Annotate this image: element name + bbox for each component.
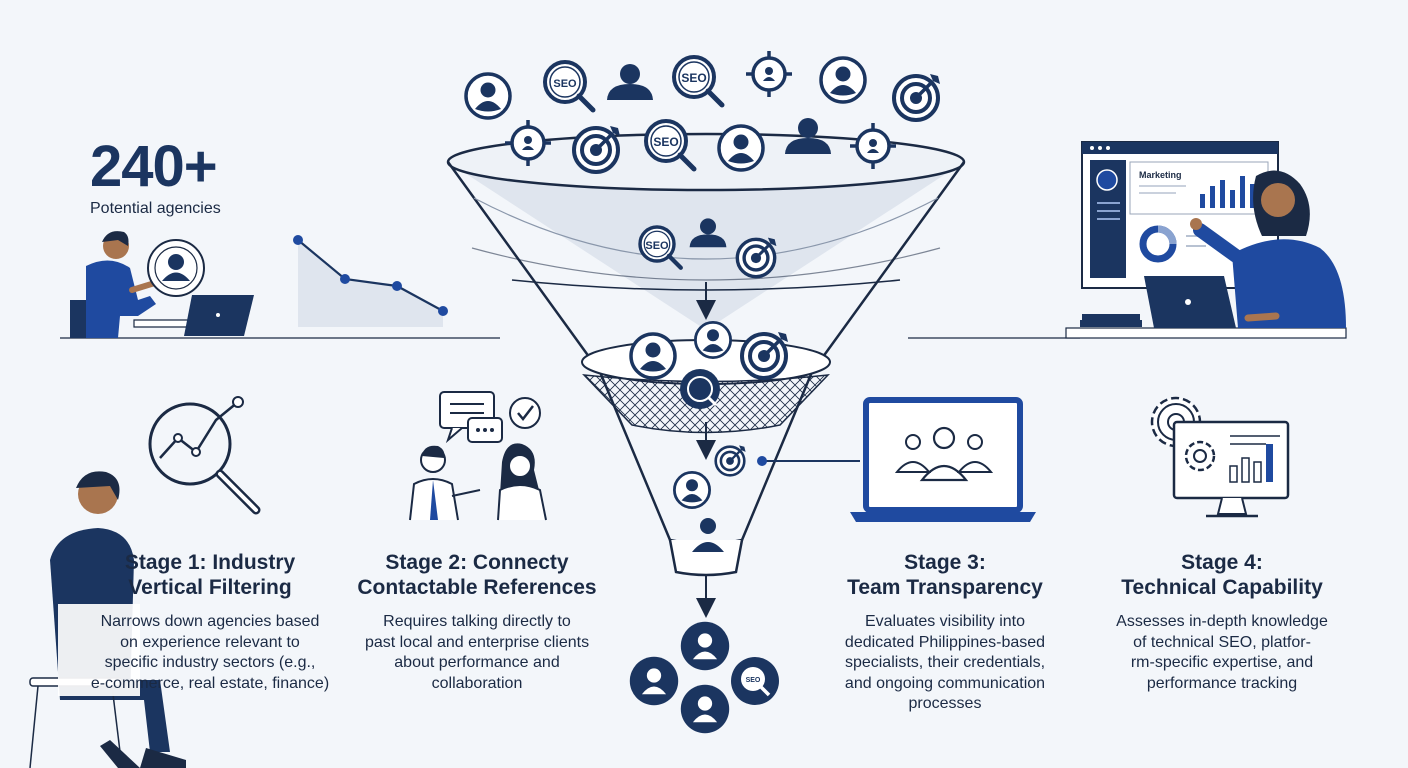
checkmark-icon [509,397,541,429]
target-icon [892,72,942,122]
dashboard-title: Marketing [1139,170,1182,180]
target-icon [572,124,622,174]
agency-count: 240+ [90,134,218,199]
seo-magnifier-icon: SEO [646,121,694,169]
agency-count-caption: Potential agencies [90,200,221,217]
svg-text:SEO: SEO [681,71,706,85]
stage2-conversation-icon [409,391,547,521]
declining-trend-chart [293,235,448,327]
person-icon [607,64,653,100]
seo-magnifier-icon: SEO [640,227,681,268]
avatar-icon [672,470,711,510]
seo-magnifier-icon: SEO [674,57,722,105]
stage4-title: Stage 4:Technical Capability [1121,551,1323,599]
stage3-title: Stage 3:Team Transparency [847,551,1043,599]
seo-magnifier-icon [680,369,720,409]
svg-text:SEO: SEO [553,78,577,90]
avatar-icon [819,56,867,104]
dashboard-illustration: Marketing [908,141,1347,339]
avatar-icon [680,684,730,734]
avatar-icon [629,656,679,706]
avatar-icon [629,332,677,380]
target-icon [740,330,790,380]
avatar-icon [693,320,732,360]
svg-text:SEO: SEO [645,240,669,252]
svg-text:SEO: SEO [653,135,678,149]
seo-magnifier-icon: SEO [545,62,593,110]
crosshair-user-icon [744,49,794,99]
seo-magnifier-icon: SEO [731,657,779,705]
target-icon [735,235,779,279]
funnel-input-icons: SEO SEO SEO SEO SEO [464,49,942,734]
avatar-icon [680,621,730,671]
stage4-monitor-gear-icon [1150,396,1290,518]
avatar-icon [464,72,512,120]
target-icon [714,444,747,477]
stage1-seated-person [29,471,186,768]
stage1-trend-magnifier-icon [148,396,261,515]
stage3-laptop-team-icon [850,397,1036,522]
avatar-icon [717,124,765,172]
svg-text:SEO: SEO [746,677,761,684]
person-icon [692,518,724,552]
researcher-illustration [60,231,500,339]
